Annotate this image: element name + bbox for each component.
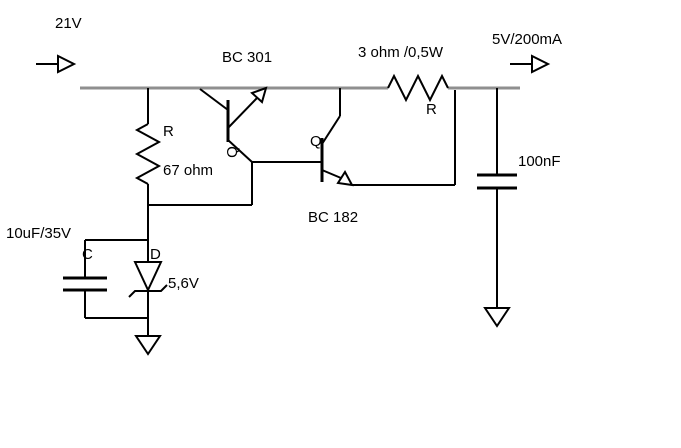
reference-ground-symbol	[134, 335, 162, 356]
zener-triangle	[133, 261, 163, 293]
bc182-part-label: BC 182	[308, 209, 358, 226]
bc301-emitter-arrow	[250, 86, 268, 104]
bias-resistor: R 67 ohm	[134, 88, 213, 205]
bc182-emitter-arrow	[336, 170, 354, 187]
series-resistor-zigzag	[387, 73, 449, 103]
bc301-part-label: BC 301	[222, 49, 272, 66]
transistor-bc182: Q BC 182	[252, 88, 456, 226]
bias-resistor-ref-label: R	[163, 123, 174, 140]
input-cap-ref-label: C	[82, 246, 93, 263]
output-ground-symbol	[483, 307, 511, 328]
reference-block: 10uF/35V C D 5,6V	[6, 225, 199, 356]
zener-value-label: 5,6V	[168, 275, 199, 292]
zener-ref-label: D	[150, 246, 161, 263]
bc182-base-lead	[321, 115, 341, 145]
output-capacitor: 100nF	[477, 88, 561, 328]
output-terminal: 5V/200mA	[492, 31, 562, 74]
bias-resistor-zigzag	[134, 123, 162, 185]
input-arrow-head	[57, 54, 77, 74]
input-voltage-label: 21V	[55, 15, 82, 32]
input-cap-value-label: 10uF/35V	[6, 225, 71, 242]
bias-resistor-value-label: 67 ohm	[163, 162, 213, 179]
bc301-emitter-lead	[227, 97, 258, 129]
bc301-collector-lead	[199, 88, 229, 111]
bc301-base-lead	[227, 139, 253, 163]
q-label-rotated: Q	[224, 146, 241, 158]
q-label-upright: Q	[310, 133, 322, 150]
output-rating-label: 5V/200mA	[492, 31, 562, 48]
series-resistor-ref-label: R	[426, 101, 437, 118]
transistor-bc301: BC 301 Q	[199, 49, 272, 163]
output-arrow-head	[531, 54, 551, 74]
series-resistor: 3 ohm /0,5W R	[358, 44, 449, 118]
series-resistor-value-label: 3 ohm /0,5W	[358, 44, 444, 61]
reference-node-wires	[147, 162, 253, 240]
bc182-emitter-lead	[321, 169, 342, 179]
input-terminal: 21V	[36, 15, 82, 74]
output-cap-value-label: 100nF	[518, 153, 561, 170]
